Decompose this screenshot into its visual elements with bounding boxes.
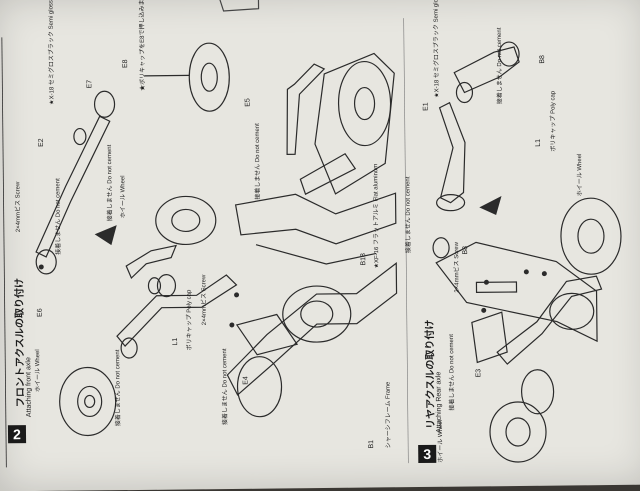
note-wheel-3: ホイール Wheel	[577, 154, 584, 197]
note-do-not-cement-8: 接着しません Do not cement	[449, 334, 457, 411]
part-label-l1-rear: L1	[535, 139, 543, 147]
note-wheel-2: ホイール Wheel	[35, 349, 42, 392]
note-screw-e6: 2×4mmビス Screw	[15, 182, 23, 233]
note-wheel-4: ホイール Wheel	[438, 420, 445, 463]
note-do-not-cement-4: 接着しません Do not cement	[222, 348, 230, 425]
note-flat-aluminum: ★XF-16 フラットアルミ Flat aluminum	[373, 164, 381, 269]
note-poly-cap-2: ポリキャップ Poly cap	[550, 91, 558, 152]
note-semi-gloss-e1: ★X-18 セミグロスブラック Semi gloss black	[433, 0, 441, 98]
note-press-poly-cap: ★ポリキャップをE8で押し込みます Press in poly cap comp…	[139, 0, 148, 91]
assembly-line-art	[0, 0, 638, 477]
note-screw-rear: 2×4mmビス Screw	[454, 242, 462, 293]
note-do-not-cement-5: 接着しません Do not cement	[255, 123, 263, 200]
note-do-not-cement-7: 接着しません Do not cement	[405, 177, 413, 254]
part-label-b8: B8	[462, 246, 470, 255]
part-label-e3: E3	[475, 369, 483, 378]
note-do-not-cement-2: 接着しません Do not cement	[107, 145, 115, 222]
part-label-e7: E7	[86, 80, 94, 89]
part-label-e2: E2	[38, 138, 46, 147]
part-label-e6: E6	[37, 308, 45, 317]
part-label-e1: E1	[423, 102, 431, 111]
part-label-e8: E8	[122, 59, 130, 68]
note-semi-gloss-e2: ★X-18 セミグロスブラック Semi gloss black	[48, 0, 56, 105]
part-label-b1: B1	[368, 440, 376, 449]
note-do-not-cement-3: 接着しません Do not cement	[115, 350, 123, 427]
note-wheel-1: ホイール Wheel	[120, 175, 127, 218]
part-label-e4: E4	[242, 376, 250, 385]
part-label-b18: B18	[360, 253, 368, 266]
part-label-e5: E5	[245, 98, 253, 107]
note-chassis-frame: シャーシフレーム Frame	[385, 382, 393, 449]
note-screw-l1: 2×4mmビス Screw	[201, 275, 209, 326]
part-label-b8-top: B8	[539, 55, 547, 64]
note-do-not-cement-6: 接着しません Do not cement	[497, 28, 505, 105]
part-label-l1: L1	[172, 338, 180, 346]
note-poly-cap-1: ポリキャップ Poly cap	[187, 290, 195, 351]
note-do-not-cement-1: 接着しません Do not cement	[55, 178, 63, 255]
